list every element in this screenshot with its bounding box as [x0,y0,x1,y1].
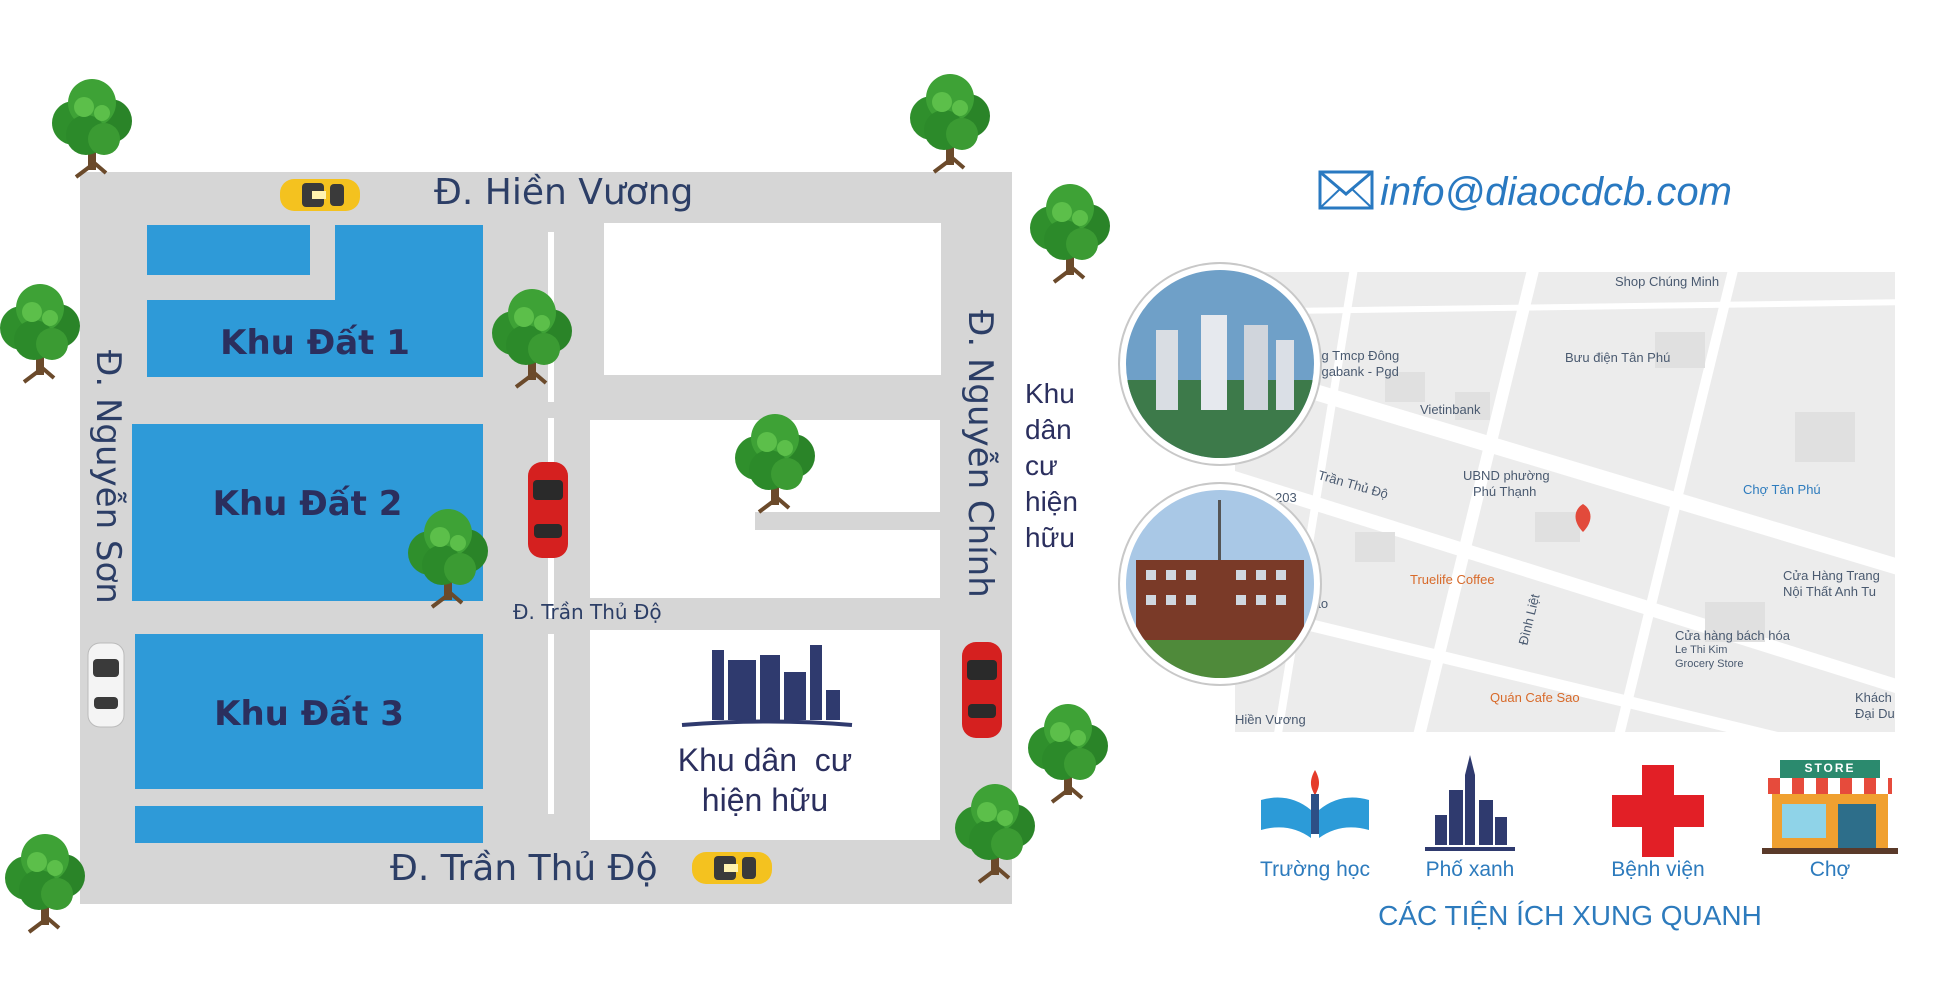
amenity-label-hospital: Bệnh viện [1611,858,1705,881]
road-label-west: Đ. Nguyễn Sơn [88,350,128,604]
lane-marking [548,634,554,814]
tree-icon [908,72,992,174]
location-map[interactable]: Shop Chúng Minh ăng Tmcp Đông ongabank -… [1235,272,1895,732]
hospital-cross-icon [1612,765,1704,857]
residential-block-label: Khu dân cư hiện hữu [590,740,940,820]
road-label-south: Đ. Trần Thủ Độ [390,848,658,889]
side-label-word: Khu [1025,378,1075,409]
map-label: Vietinbank [1420,402,1481,417]
map-label: Đại Du [1855,706,1895,721]
map-label: ongabank - Pgd [1307,364,1399,379]
amenity-label-green-street: Phố xanh [1425,858,1515,881]
map-label: Grocery Store [1675,658,1744,670]
residential-block-label-line2: hiện hữu [701,782,829,818]
tree-icon [50,77,134,179]
lot-2-label: Khu Đất 2 [212,484,403,524]
side-label-word: hiện [1025,486,1078,517]
map-label: Chợ Tân Phú [1743,482,1821,497]
map-label: Hiền Vương [1235,712,1306,727]
lot-3[interactable] [135,634,483,789]
lot-1-label: Khu Đất 1 [220,323,410,363]
red-car-icon [528,462,568,558]
side-label-word: hữu [1025,522,1075,553]
residential-block-label-line1: Khu dân cư [677,742,853,778]
residential-building-icon [681,645,853,727]
side-label-word: cư [1025,450,1058,481]
amenities-caption: CÁC TIỆN ÍCH XUNG QUANH [1378,900,1762,931]
map-label: UBND phường [1463,468,1550,483]
taxi-car-icon [280,179,360,211]
map-label: Nội Thất Anh Tu [1783,584,1876,599]
map-label: Shop Chúng Minh [1615,274,1720,289]
map-label: 203 [1275,490,1297,505]
tree-icon [1026,702,1110,804]
map-label: Phú Thạnh [1473,484,1537,499]
apartment-photo [1120,264,1320,464]
city-tower-icon [1425,755,1515,855]
school-building-photo [1120,484,1320,684]
contact-email[interactable]: info@diaocdcb.com [1380,170,1732,214]
red-car-icon [962,642,1002,738]
map-label: Cửa Hàng Trang [1783,568,1880,583]
side-label-word: dân [1025,414,1072,445]
tree-icon [1028,182,1112,284]
store-sign: STORE [1804,761,1856,775]
map-label: Le Thi Kim [1675,644,1728,656]
amenity-label-school: Trường học [1260,858,1370,881]
mail-icon [1318,170,1374,210]
road-label-north: Đ. Hiền Vương [434,172,694,213]
map-label: Quán Cafe Sao [1490,690,1580,705]
lot-3-label: Khu Đất 3 [214,694,404,734]
amenity-label-market: Chợ [1809,858,1851,881]
map-label: Truelife Coffee [1410,572,1495,587]
map-label: Cửa hàng bách hóa [1675,628,1790,643]
tree-icon [0,282,82,384]
side-residential-label: Khu dân cư hiện hữu [1025,376,1078,556]
store-icon: STORE [1760,760,1900,856]
school-book-icon [1255,760,1375,852]
taxi-car-icon [692,852,772,884]
tree-icon [3,832,87,934]
road-label-east: Đ. Nguyễn Chính [960,310,1000,598]
map-label: ăng Tmcp Đông [1307,348,1400,363]
white-car-icon [87,642,125,728]
white-block-north [604,223,941,375]
lot-3-strip[interactable] [135,806,483,843]
map-label: Bưu điện Tân Phú [1565,350,1671,365]
location-pin-icon [1575,504,1591,532]
road-label-inner: Đ. Trần Thủ Độ [513,600,662,624]
map-label: Khách [1855,690,1892,705]
lot-1[interactable] [147,225,483,377]
